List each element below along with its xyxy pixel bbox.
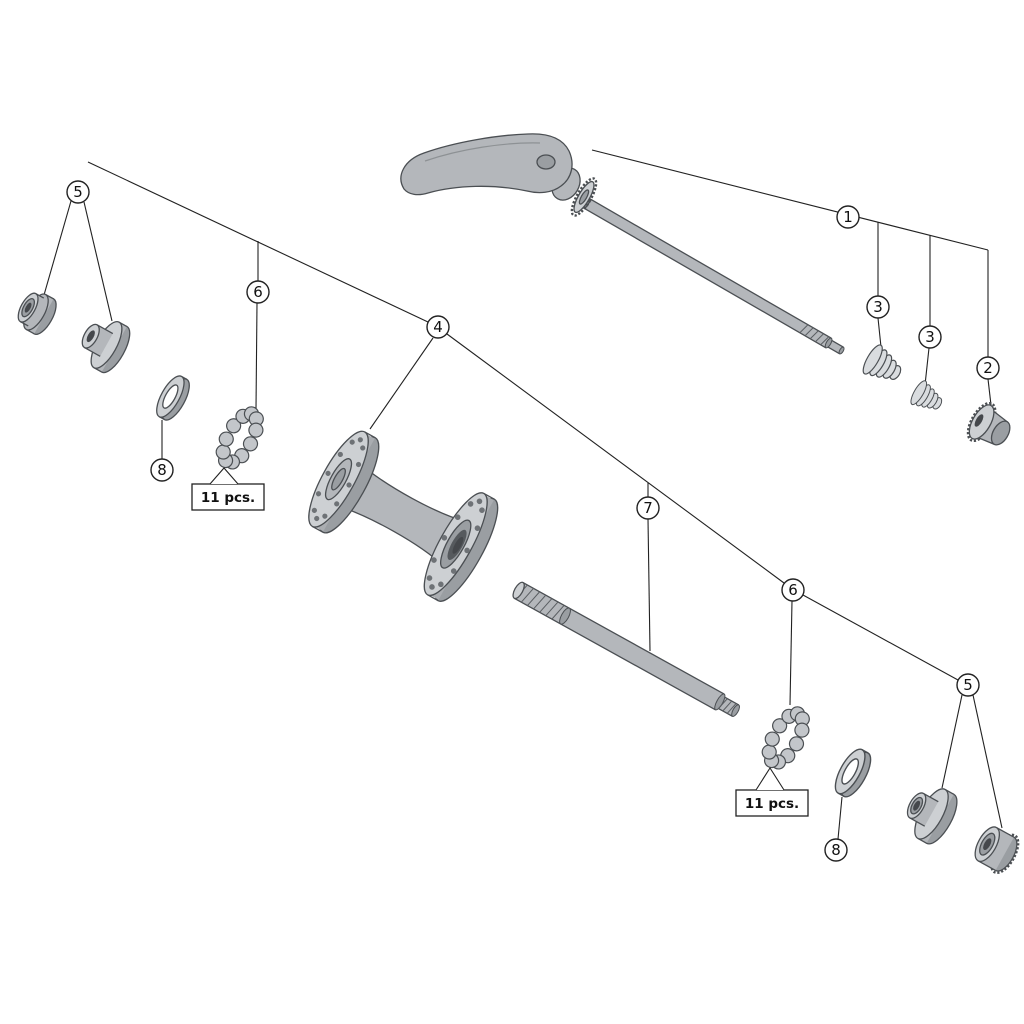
right-seal-washer <box>828 744 878 802</box>
left-seal-washer <box>150 371 196 425</box>
callout-8-right-washer: 8 <box>824 838 848 862</box>
callout-2-label: 2 <box>983 359 993 377</box>
callout-1-qr-skewer: 1 <box>836 205 860 229</box>
right-cone <box>906 788 958 845</box>
callout-2-qr-end-nut: 2 <box>976 356 1000 380</box>
callout-5-left-label: 5 <box>73 183 83 201</box>
qr-spring-inner <box>859 341 909 390</box>
callout-8-left-label: 8 <box>157 461 167 479</box>
callout-6-left-retainer: 6 <box>246 280 270 304</box>
pieces-label-right: 11 pcs. <box>735 766 809 817</box>
callout-1-label: 1 <box>843 208 853 226</box>
left-cone <box>81 321 131 374</box>
callout-5-right-label: 5 <box>963 676 973 694</box>
callout-4-label: 4 <box>433 318 443 336</box>
qr-spring-outer <box>907 378 948 418</box>
right-ball-retainer <box>752 698 820 778</box>
callout-6-left-label: 6 <box>253 283 263 301</box>
callout-7-axle: 7 <box>636 496 660 520</box>
leader-lines <box>43 149 1003 840</box>
callout-6-right-retainer: 6 <box>781 578 805 602</box>
hub-axle <box>512 581 740 717</box>
qr-serrated-washer <box>570 177 598 217</box>
left-ball-retainer <box>206 398 274 478</box>
left-end-cap <box>17 292 57 335</box>
hub-body <box>308 430 499 602</box>
callout-7-label: 7 <box>643 499 653 517</box>
callout-8-left-washer: 8 <box>150 458 174 482</box>
callout-3b-label: 3 <box>925 328 935 346</box>
qr-end-nut <box>966 401 1011 446</box>
qr-lever <box>400 133 573 196</box>
callout-8-right-label: 8 <box>831 841 841 859</box>
qr-skewer-rod <box>581 197 845 355</box>
pieces-label-right-text: 11 pcs. <box>745 796 799 812</box>
pieces-label-left: 11 pcs. <box>191 467 265 511</box>
callout-6-right-label: 6 <box>788 581 798 599</box>
pieces-label-left-text: 11 pcs. <box>201 490 255 506</box>
callout-5-right-group: 5 <box>956 673 980 697</box>
right-end-cap <box>974 826 1020 875</box>
callout-5-left-group: 5 <box>66 180 90 204</box>
callout-3-spring-outer: 3 <box>918 325 942 349</box>
callout-4-hub-shell: 4 <box>426 315 450 339</box>
callout-3a-label: 3 <box>873 298 883 316</box>
callout-3-spring-inner: 3 <box>866 295 890 319</box>
